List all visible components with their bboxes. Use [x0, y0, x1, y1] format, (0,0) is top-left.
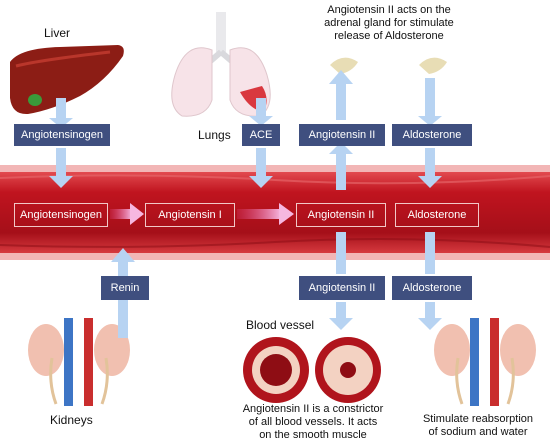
liver-label: Liver [44, 26, 71, 40]
angiotensin-ii-vessel-box: Angiotensin II [296, 203, 386, 227]
adrenal-caption: Angiotensin II acts on the adrenal gland… [305, 4, 473, 43]
angiotensin-ii-top-box: Angiotensin II [299, 124, 385, 146]
ace-box: ACE [242, 124, 280, 146]
kidneys-right-illustration [434, 318, 536, 406]
kidneys-label: Kidneys [50, 413, 93, 427]
constrictor-caption-line1: Angiotensin II is a constrictor [242, 403, 384, 415]
vessel-cross-sections [243, 337, 381, 403]
lungs-label: Lungs [198, 128, 231, 142]
constrictor-caption: Angiotensin II is a constrictor of all b… [228, 403, 398, 442]
adrenal-caption-line3: release of Aldosterone [334, 30, 444, 42]
aldosterone-top-box: Aldosterone [392, 124, 472, 146]
adrenal-glands-top [330, 57, 447, 74]
adrenal-caption-line2: adrenal gland for stimulate [324, 17, 454, 29]
reabsorption-caption-line1: Stimulate reabsorption [422, 413, 534, 425]
reabsorption-caption: Stimulate reabsorption of sodium and wat… [410, 413, 546, 439]
kidneys-left-illustration [28, 318, 130, 406]
lungs-illustration [171, 12, 271, 117]
conversion-arrows [110, 203, 294, 225]
reabsorption-caption-line2: of sodium and water [428, 426, 528, 438]
angiotensin-ii-bottom-box: Angiotensin II [299, 276, 385, 300]
liver-illustration [10, 45, 124, 115]
aldosterone-vessel-box: Aldosterone [395, 203, 479, 227]
constrictor-caption-line3: on the smooth muscle [259, 429, 367, 441]
blood-vessel-label: Blood vessel [246, 318, 315, 332]
adrenal-caption-line1: Angiotensin II acts on the [327, 4, 451, 16]
angiotensin-i-vessel-box: Angiotensin I [145, 203, 235, 227]
angiotensinogen-vessel-box: Angiotensinogen [14, 203, 108, 227]
renin-box: Renin [101, 276, 149, 300]
aldosterone-bottom-box: Aldosterone [392, 276, 472, 300]
constrictor-caption-line2: of all blood vessels. It acts [248, 416, 378, 428]
angiotensinogen-top-box: Angiotensinogen [14, 124, 110, 146]
